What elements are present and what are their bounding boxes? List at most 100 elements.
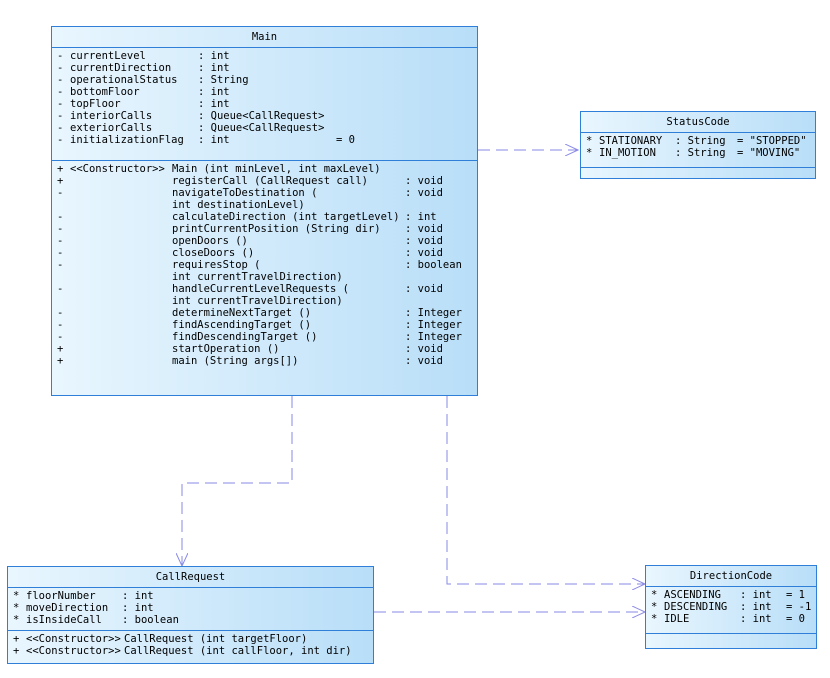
operation-row: -navigateToDestination ( int destination… — [56, 187, 473, 211]
operation-stereotype: <<Constructor>> — [26, 633, 121, 645]
main-to-callrequest-dependency — [182, 396, 293, 566]
attribute-row: *IN_MOTION: String= "MOVING" — [585, 147, 811, 159]
attribute-type: : int — [740, 601, 772, 613]
operation-return-type: : Integer — [405, 307, 462, 319]
attribute-row: -initializationFlag: int= 0 — [56, 134, 473, 146]
operation-row: +<<Constructor>>Main (int minLevel, int … — [56, 163, 473, 175]
operation-signature: calculateDirection (int targetLevel) — [172, 211, 400, 223]
attribute-name: interiorCalls — [70, 110, 153, 122]
attribute-value: = 0 — [336, 134, 355, 146]
attribute-name: ASCENDING — [664, 589, 721, 601]
attribute-row: *STATIONARY: String= "STOPPED" — [585, 135, 811, 147]
visibility-marker: + — [57, 175, 64, 187]
visibility-marker: - — [57, 74, 64, 86]
attribute-name: bottomFloor — [70, 86, 140, 98]
operation-signature: startOperation () — [172, 343, 280, 355]
visibility-marker: + — [57, 343, 64, 355]
operation-row: -determineNextTarget (): Integer — [56, 307, 473, 319]
operation-section: +<<Constructor>>Main (int minLevel, int … — [52, 161, 477, 369]
class-title: Main — [52, 27, 477, 48]
attribute-name: operationalStatus — [70, 74, 178, 86]
operation-return-type: : void — [405, 343, 443, 355]
attribute-type: : int — [198, 50, 230, 62]
attribute-name: exteriorCalls — [70, 122, 153, 134]
attribute-type: : String — [675, 147, 726, 159]
operation-return-type: : void — [405, 223, 443, 235]
visibility-marker: * — [13, 590, 20, 602]
visibility-marker: * — [651, 613, 658, 625]
attribute-row: -interiorCalls: Queue<CallRequest> — [56, 110, 473, 122]
attribute-name: initializationFlag — [70, 134, 184, 146]
operation-row: -printCurrentPosition (String dir): void — [56, 223, 473, 235]
class-call-request[interactable]: CallRequest *floorNumber: int*moveDirect… — [7, 566, 374, 664]
visibility-marker: - — [57, 211, 64, 223]
visibility-marker: * — [586, 135, 593, 147]
class-main[interactable]: Main -currentLevel: int-currentDirection… — [51, 26, 478, 396]
attribute-row: * DESCENDING : int = -1 — [650, 601, 812, 613]
operation-row: +<<Constructor>>CallRequest (int callFlo… — [12, 645, 369, 657]
main-to-directioncode-dependency — [446, 396, 645, 584]
attribute-section: *floorNumber: int*moveDirection: int*isI… — [8, 588, 373, 631]
attribute-row: -operationalStatus : String — [56, 74, 473, 86]
attribute-type: : String — [198, 74, 249, 86]
visibility-marker: * — [586, 147, 593, 159]
operation-return-type: : void — [405, 175, 443, 187]
visibility-marker: * — [13, 602, 20, 614]
operation-return-type: : Integer — [405, 331, 462, 343]
attribute-name: moveDirection — [26, 602, 109, 614]
attribute-name: floorNumber — [26, 590, 96, 602]
operation-signature: Main (int minLevel, int maxLevel) — [172, 163, 381, 175]
visibility-marker: - — [57, 319, 64, 331]
operation-row: -findAscendingTarget (): Integer — [56, 319, 473, 331]
operation-row: +main (String args[]): void — [56, 355, 473, 367]
operation-return-type: : void — [405, 247, 443, 259]
operation-signature: determineNextTarget () — [172, 307, 312, 319]
attribute-type: : int — [198, 98, 230, 110]
attribute-type: : int — [122, 590, 154, 602]
attribute-row: -currentDirection: int — [56, 62, 473, 74]
operation-return-type: : int — [405, 211, 437, 223]
visibility-marker: - — [57, 86, 64, 98]
operation-signature: findDescendingTarget () — [172, 331, 318, 343]
attribute-value: = "STOPPED" — [737, 135, 807, 147]
class-direction-code[interactable]: DirectionCode * ASCENDING : int = 1 * DESCEND… — [645, 565, 817, 649]
visibility-marker: * — [651, 589, 658, 601]
class-title: DirectionCode — [646, 566, 816, 587]
operation-section — [581, 168, 815, 182]
visibility-marker: * — [13, 614, 20, 626]
attribute-name: currentDirection — [70, 62, 172, 74]
visibility-marker: - — [57, 122, 64, 134]
operation-stereotype: <<Constructor>> — [26, 645, 121, 657]
operation-signature: CallRequest (int targetFloor) — [124, 633, 308, 645]
operation-signature: findAscendingTarget () — [172, 319, 312, 331]
attribute-value: = 1 — [786, 589, 805, 601]
visibility-marker: - — [57, 50, 64, 62]
attribute-name: currentLevel — [70, 50, 146, 62]
operation-signature: closeDoors () — [172, 247, 255, 259]
visibility-marker: - — [57, 110, 64, 122]
attribute-row: *moveDirection: int — [12, 602, 369, 614]
operation-section — [646, 634, 816, 648]
visibility-marker: + — [13, 633, 20, 645]
visibility-marker: + — [13, 645, 20, 657]
attribute-row: -currentLevel : int — [56, 50, 473, 62]
attribute-row: -topFloor: int — [56, 98, 473, 110]
operation-row: -requiresStop ( int currentTravelDirecti… — [56, 259, 473, 283]
attribute-type: : int — [198, 134, 230, 146]
visibility-marker: - — [57, 98, 64, 110]
operation-section: + <<Constructor>>CallRequest (int targetF… — [8, 631, 373, 659]
operation-row: -findDescendingTarget (): Integer — [56, 331, 473, 343]
operation-signature: registerCall (CallRequest call) — [172, 175, 368, 187]
attribute-row: *ASCENDING: int= 1 — [650, 589, 812, 601]
class-status-code[interactable]: StatusCode *STATIONARY: String= "STOPPED… — [580, 111, 816, 179]
attribute-value: = -1 — [786, 601, 812, 613]
attribute-name: DESCENDING — [664, 601, 728, 613]
visibility-marker: * — [651, 601, 658, 613]
attribute-row: -exteriorCalls: Queue<CallRequest> — [56, 122, 473, 134]
attribute-row: * floorNumber : int — [12, 590, 369, 602]
operation-signature: requiresStop ( int currentTravelDirectio… — [172, 259, 343, 283]
attribute-type: : int — [198, 62, 230, 74]
attribute-row: *isInsideCall: boolean — [12, 614, 369, 626]
operation-return-type: : void — [405, 355, 443, 367]
